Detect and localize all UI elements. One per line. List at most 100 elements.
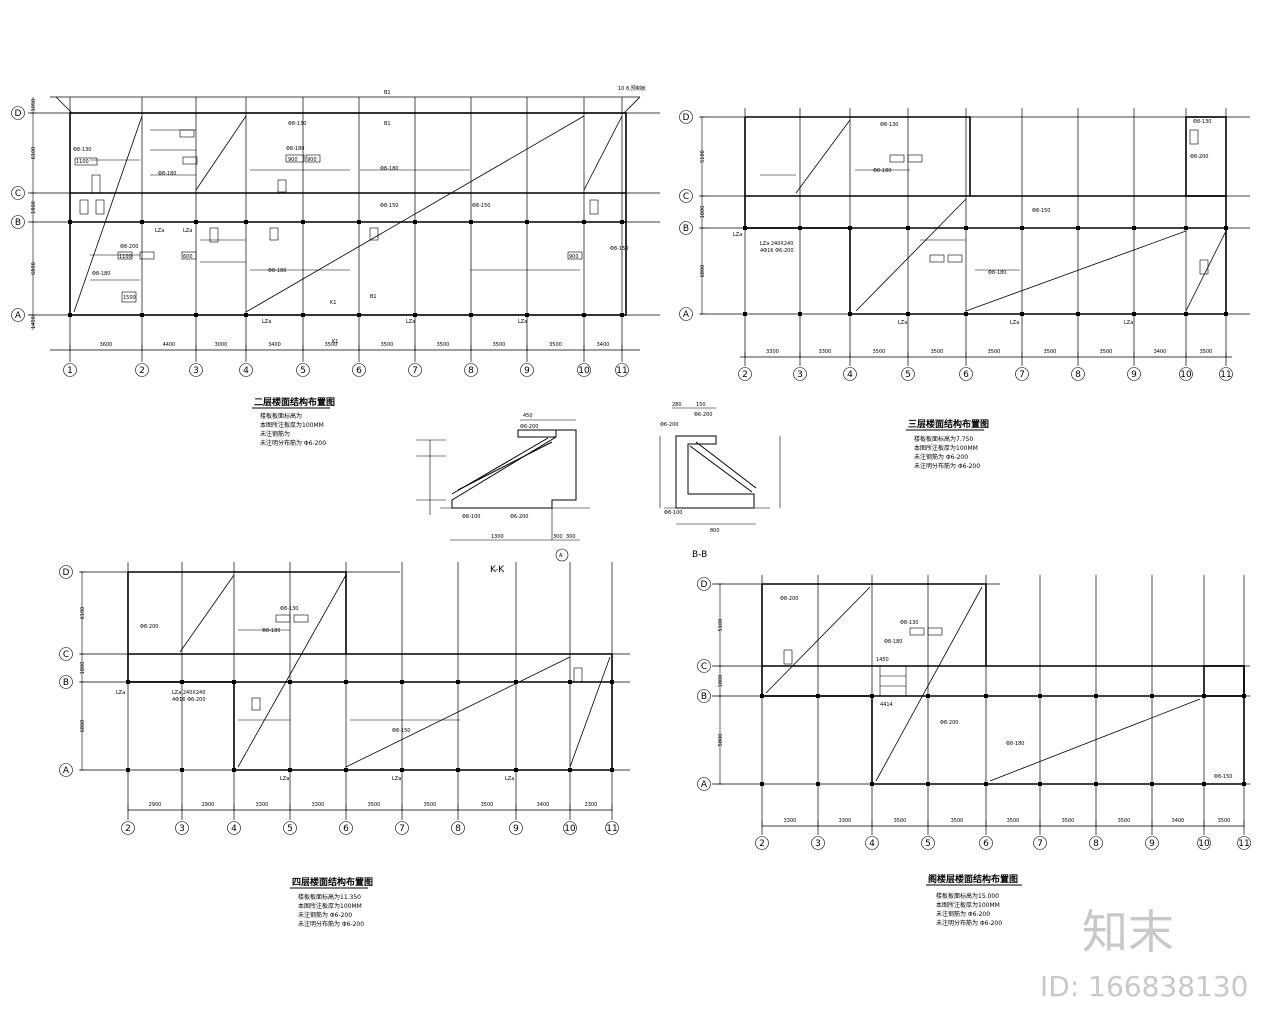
p1-corner-note: 10 8,预制板 xyxy=(618,85,646,92)
p2-slab-label-2: Φ8-180 xyxy=(873,168,891,174)
grid-label-col: 8 xyxy=(1093,839,1099,849)
grid-bubble-col xyxy=(1127,367,1141,381)
plan-4f: Φ8-130 Φ8-180 Φ8-150 Φ8-200 LZa 240X240 … xyxy=(80,571,630,811)
grid-label-row: C xyxy=(63,650,69,660)
grid-label-col: 1 xyxy=(67,366,73,376)
row-dim-value: 5100 xyxy=(700,150,706,163)
p2-slab-label-5: Φ8-200 xyxy=(1190,154,1208,160)
column-marker xyxy=(760,782,764,786)
grid-bubble-row xyxy=(11,308,25,322)
column-marker xyxy=(1184,226,1188,230)
p3-slab-label-1: Φ8-130 xyxy=(280,606,298,612)
p4-slab-label-6: Φ8-200 xyxy=(780,596,798,602)
grid-label-col: 11 xyxy=(616,366,627,376)
p2-lza-2: LZa xyxy=(898,320,907,326)
grid-label-col: 7 xyxy=(412,366,418,376)
title-block-2f: 二层楼面结构布置图 楼板板面标高为 本图所注板厚为100MM 未注钢筋为 未注明… xyxy=(252,396,335,447)
grid-bubble-col xyxy=(189,363,203,377)
column-marker xyxy=(413,220,417,224)
p1-k1-bottom: K1 xyxy=(332,339,338,345)
column-marker xyxy=(610,680,614,684)
p1-slab-label-9: Φ8-180 xyxy=(158,171,176,177)
grid-label-row: A xyxy=(63,766,70,776)
grid-label-col: 4 xyxy=(869,839,875,849)
grid-bubble-col xyxy=(520,363,534,377)
p1-lza-4: LZa xyxy=(406,319,415,325)
column-marker xyxy=(798,312,802,316)
plan-3f: Φ8-130 Φ8-180 Φ8-150 Φ8-180 Φ8-200 Φ8-13… xyxy=(700,116,1250,358)
grid-bubble-col xyxy=(408,363,422,377)
grid-bubble-col xyxy=(605,821,619,835)
column-marker xyxy=(126,768,130,772)
dim-value: 3300 xyxy=(766,349,779,355)
column-marker xyxy=(357,313,361,317)
grid-bubble-row xyxy=(697,689,711,703)
grid-label-col: 8 xyxy=(455,824,461,834)
column-marker xyxy=(798,226,802,230)
grid-label-col: 11 xyxy=(606,824,617,834)
p1-lza-1: LZa xyxy=(155,228,164,234)
column-marker xyxy=(413,313,417,317)
title-block-4f: 四层楼面结构布置图 楼板板面标高为11.350 本图所注板厚为100MM 未注钢… xyxy=(290,876,373,928)
column-marker xyxy=(816,782,820,786)
grid-label-col: 8 xyxy=(468,366,474,376)
column-marker xyxy=(1202,782,1206,786)
grid-label-col: 11 xyxy=(1220,370,1231,380)
dim-value: 3500 xyxy=(368,802,381,808)
column-marker xyxy=(1202,694,1206,698)
column-marker xyxy=(906,226,910,230)
row-dim-value: 5100 xyxy=(718,619,724,632)
p3-slab-label-4: Φ8-200 xyxy=(140,624,158,630)
title-block-roof: 阁楼层楼面结构布置图 楼板板面标高为15.000 本图所注板厚为100MM 未注… xyxy=(926,873,1022,927)
grid-bubble-col xyxy=(979,836,993,850)
grid-bubble-row xyxy=(59,675,73,689)
grid-bubble-row xyxy=(679,307,693,321)
dim-value: 3300 xyxy=(839,818,852,824)
grid-bubble-col xyxy=(1197,836,1211,850)
note-2f-1: 楼板板面标高为 xyxy=(260,412,302,420)
column-marker xyxy=(180,680,184,684)
column-marker xyxy=(870,782,874,786)
grid-label-col: 7 xyxy=(1037,839,1043,849)
dim-value: 3500 xyxy=(1118,818,1131,824)
column-marker xyxy=(1020,312,1024,316)
grid-bubble-col xyxy=(339,821,353,835)
grid-label-row: D xyxy=(63,568,70,578)
grid-bubble-row xyxy=(697,777,711,791)
p1-lza-5: LZa xyxy=(518,319,527,325)
title-block-3f: 三层楼面结构布置图 楼板板面标高为7.750 本图所注板厚为100MM 未注钢筋… xyxy=(906,418,989,470)
grid-bubble-col xyxy=(63,363,77,377)
row-dim-value: 1800 xyxy=(700,206,706,219)
p4-slab-label-5: Φ8-150 xyxy=(1214,774,1232,780)
column-marker xyxy=(232,768,236,772)
column-marker xyxy=(288,768,292,772)
dim-value: 3500 xyxy=(873,349,886,355)
grid-label-col: 4 xyxy=(231,824,237,834)
kk-rebar-2: Φ8-100 xyxy=(462,514,480,520)
grid-label-row: B xyxy=(701,692,707,702)
dim-value: 3000 xyxy=(215,342,228,348)
grid-bubble-col xyxy=(959,367,973,381)
grid-bubble-col xyxy=(1145,836,1159,850)
column-marker xyxy=(1224,312,1228,316)
dim-value: 3300 xyxy=(784,818,797,824)
column-marker xyxy=(964,226,968,230)
p1-box-3: 900 xyxy=(307,157,317,163)
column-marker xyxy=(984,694,988,698)
note-4f-4: 未注明分布筋为 Φ6-200 xyxy=(298,920,364,928)
dim-value: 3500 xyxy=(894,818,907,824)
column-marker xyxy=(848,226,852,230)
title-3f: 三层楼面结构布置图 xyxy=(908,418,989,430)
grid-label-row: A xyxy=(683,310,690,320)
column-marker xyxy=(1132,312,1136,316)
p1-slab-label-2: Φ8-130 xyxy=(288,121,306,127)
grid-bubble-col xyxy=(921,836,935,850)
section-kk: 450 Φ6-200 Φ8-100 Φ6-200 1300 300 300 A … xyxy=(416,413,590,575)
column-marker xyxy=(1038,782,1042,786)
kk-dim-right-2: 300 xyxy=(566,534,576,540)
dim-value: 3400 xyxy=(1154,349,1167,355)
column-marker xyxy=(469,220,473,224)
column-marker xyxy=(514,768,518,772)
grid-bubble-col xyxy=(793,367,807,381)
p2-lza-1: LZa xyxy=(733,232,742,238)
